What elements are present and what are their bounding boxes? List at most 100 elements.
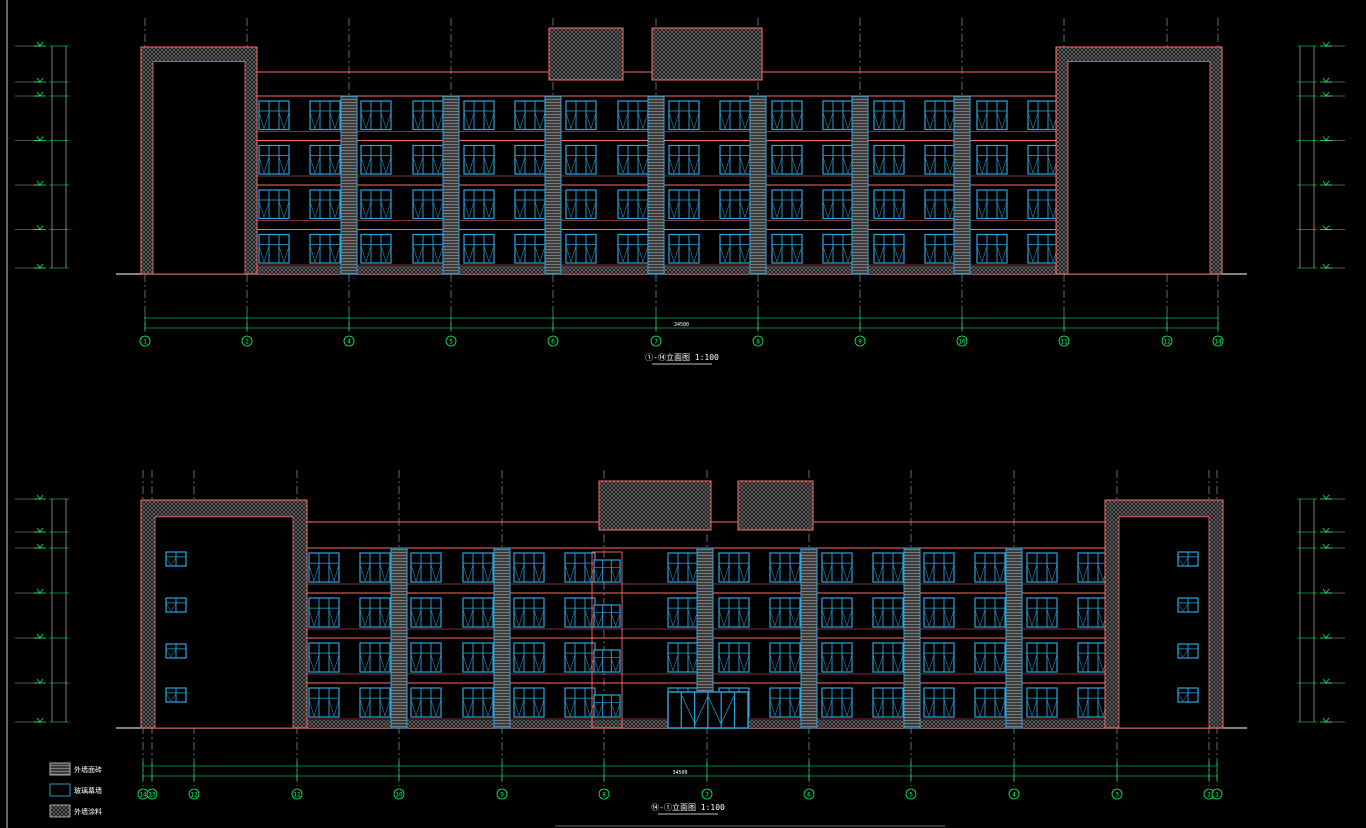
window-frame — [974, 687, 1006, 718]
axis-label: 11 — [293, 792, 301, 799]
window-sash-mark — [892, 609, 904, 627]
level-triangle — [36, 543, 44, 549]
window-sash-mark — [584, 609, 596, 627]
base-plinth — [152, 266, 1212, 274]
window-sash-mark — [1077, 699, 1089, 717]
window-sash-mark — [822, 245, 834, 263]
window-sash-mark — [1027, 245, 1039, 263]
window-sash-mark — [769, 609, 781, 627]
axis-bubble: 14 — [1212, 335, 1224, 347]
window-sash-mark — [430, 654, 442, 672]
axis-circle — [445, 335, 457, 347]
axis-bubble: 2 — [241, 335, 253, 347]
window-frame — [593, 559, 621, 583]
window-sash-mark — [380, 245, 392, 263]
axis-label: 14 — [1214, 339, 1222, 346]
axis-bubble: 4 — [343, 335, 355, 347]
level-triangle — [1322, 180, 1330, 186]
window-sash-mark — [769, 699, 781, 717]
window-sash-mark — [534, 201, 546, 219]
window-frame — [873, 189, 905, 220]
axis-circle — [598, 788, 610, 800]
window-sash-mark — [410, 654, 422, 672]
window-sash-mark — [463, 112, 475, 130]
window-sash-mark — [1046, 609, 1058, 627]
window-sash-mark — [1046, 564, 1058, 582]
window-sash-mark — [976, 156, 988, 174]
window-sash-mark — [533, 564, 545, 582]
window-frame — [617, 144, 649, 175]
window-frame — [593, 604, 621, 628]
window-sash-mark — [483, 156, 495, 174]
window-sash-mark — [565, 245, 577, 263]
axis-bubble: 7 — [650, 335, 662, 347]
level-triangle — [1322, 678, 1330, 684]
window-sash-mark — [308, 654, 320, 672]
window-frame — [719, 100, 751, 131]
window-frame — [514, 100, 546, 131]
axis-label: 8 — [756, 339, 760, 346]
stair-glass-column — [591, 551, 623, 729]
window-sash-mark — [1046, 699, 1058, 717]
axis-circle — [1058, 335, 1070, 347]
window-frame — [463, 100, 495, 131]
window-sash-mark — [463, 201, 475, 219]
window-sash-mark — [430, 609, 442, 627]
window-sash-mark — [482, 699, 494, 717]
window-sash-mark — [380, 112, 392, 130]
window-frame — [514, 189, 546, 220]
window-sash-mark — [841, 699, 853, 717]
axis-label: 13 — [148, 792, 156, 799]
svg-text:⑭-①立面图 1:100: ⑭-①立面图 1:100 — [651, 802, 725, 812]
window-frame — [1026, 597, 1058, 628]
window-sash-mark — [611, 568, 621, 582]
window-sash-mark — [380, 201, 392, 219]
window-frame — [410, 597, 442, 628]
window-sash-mark — [739, 156, 751, 174]
window-frame — [359, 552, 391, 583]
window-sash-mark — [165, 693, 177, 702]
axis-circle — [291, 788, 303, 800]
window-frame — [309, 100, 341, 131]
window-sash-mark — [584, 699, 596, 717]
pilaster-tile — [749, 95, 767, 275]
window-frame — [718, 552, 750, 583]
axis-bubble: 6 — [547, 335, 559, 347]
pilaster-tile — [493, 547, 511, 729]
window-frame — [463, 144, 495, 175]
window-sash-mark — [432, 112, 444, 130]
window-frame — [976, 100, 1008, 131]
axis-label: 3 — [1115, 792, 1119, 799]
axis-label: 14 — [139, 792, 147, 799]
window-frame — [923, 642, 955, 673]
window-sash-mark — [821, 654, 833, 672]
window-sash-mark — [309, 201, 321, 219]
window-sash-mark — [309, 245, 321, 263]
window-sash-mark — [943, 654, 955, 672]
window-sash-mark — [533, 654, 545, 672]
window-frame — [771, 144, 803, 175]
window-sash-mark — [873, 245, 885, 263]
window-sash-mark — [771, 245, 783, 263]
window-frame — [309, 189, 341, 220]
window-frame — [821, 597, 853, 628]
pilaster-tile — [442, 95, 460, 275]
window-sash-mark — [379, 564, 391, 582]
window-sash-mark — [585, 112, 597, 130]
window-sash-mark — [328, 609, 340, 627]
window-sash-mark — [822, 156, 834, 174]
window-sash-mark — [873, 156, 885, 174]
window-sash-mark — [994, 654, 1006, 672]
window-sash-mark — [822, 201, 834, 219]
window-frame — [822, 100, 854, 131]
window-frame — [976, 189, 1008, 220]
pilaster-tile — [903, 547, 921, 729]
window-frame — [718, 642, 750, 673]
window-sash-mark — [564, 609, 576, 627]
window-sash-mark — [974, 699, 986, 717]
level-triangle — [1322, 717, 1330, 723]
window-sash-mark — [667, 609, 679, 627]
window-frame — [463, 189, 495, 220]
window-sash-mark — [165, 603, 177, 612]
